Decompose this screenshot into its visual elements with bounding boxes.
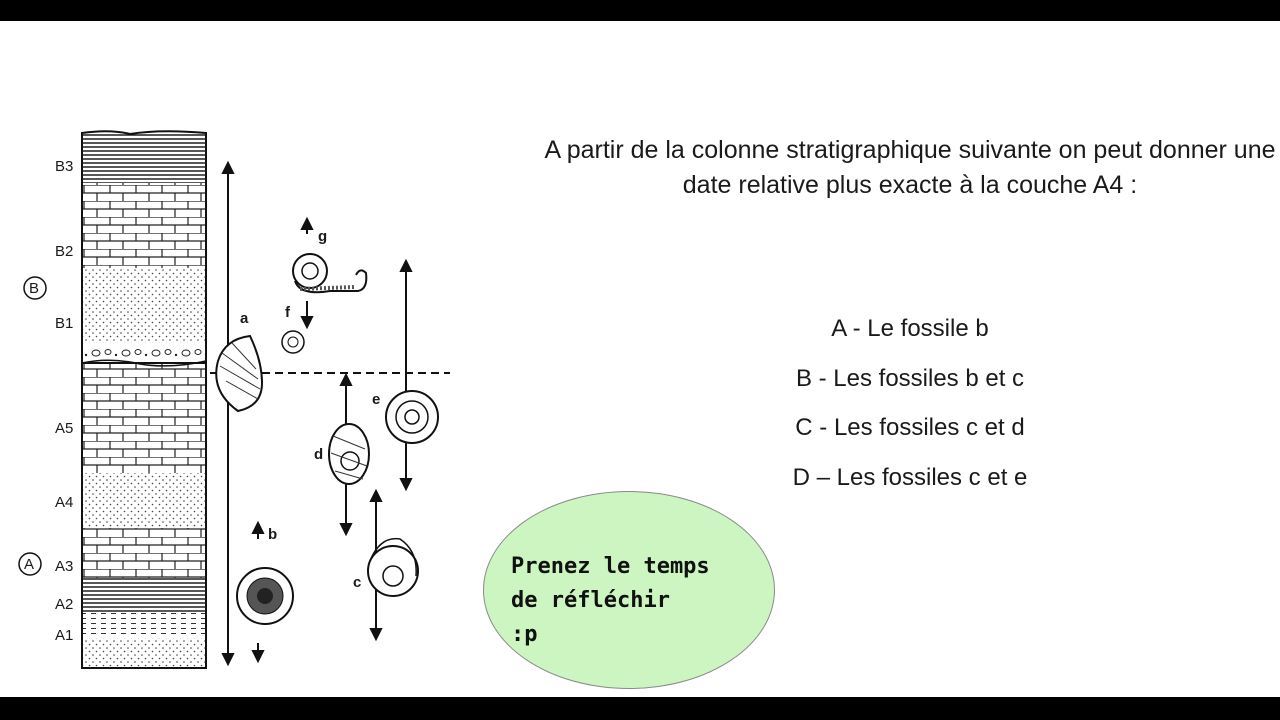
layer-label-b3: B3 <box>55 158 73 175</box>
layer-a5-fill <box>82 363 206 473</box>
layer-label-a1: A1 <box>55 627 73 644</box>
svg-text:c: c <box>353 574 361 591</box>
fossil-c: c <box>353 537 419 597</box>
layer-label-a5: A5 <box>55 420 73 437</box>
svg-text:e: e <box>372 391 380 408</box>
group-marker-a: A <box>18 552 42 576</box>
option-d[interactable]: D – Les fossiles c et e <box>792 463 1028 491</box>
layer-a1-pebbles <box>82 638 206 668</box>
fossil-f: f <box>281 304 305 354</box>
option-c[interactable]: C - Les fossiles c et d <box>795 414 1025 441</box>
svg-text:g: g <box>318 228 327 245</box>
svg-text:a: a <box>240 310 249 327</box>
layer-label-a3: A3 <box>55 558 73 575</box>
fossil-a: a <box>215 310 264 413</box>
question-text: A partir de la colonne stratigraphique s… <box>544 136 1276 199</box>
layer-b1-fill <box>82 268 206 348</box>
layer-label-b1: B1 <box>55 315 73 332</box>
layer-b2-fill <box>82 183 206 268</box>
fossil-d: d <box>314 423 370 485</box>
layer-b3-fill <box>82 133 206 183</box>
svg-text:b: b <box>268 526 277 543</box>
answer-options: A - Le fossile b B - Les fossiles b et c… <box>700 311 1120 509</box>
column-outline <box>81 130 207 669</box>
layer-label-a4: A4 <box>55 494 73 511</box>
svg-text:B: B <box>29 280 39 297</box>
hint-bubble: Prenez le temps de réfléchir :p <box>483 491 775 689</box>
slide: B3 B2 B1 A5 A4 A3 A2 A1 B A <box>0 21 1280 697</box>
hint-bubble-text: Prenez le temps de réfléchir :p <box>511 554 710 647</box>
svg-text:d: d <box>314 446 323 463</box>
svg-text:f: f <box>285 304 291 321</box>
layer-label-a2: A2 <box>55 596 73 613</box>
svg-text:A: A <box>24 556 34 573</box>
layer-a2-fill <box>82 578 206 613</box>
group-marker-b: B <box>23 276 47 300</box>
option-a[interactable]: A - Le fossile b <box>831 315 989 342</box>
fossil-g: g <box>292 228 368 294</box>
range-arrows <box>221 160 413 667</box>
layer-a3-fill <box>82 528 206 578</box>
fossil-e: e <box>372 390 439 444</box>
fossil-b: b <box>236 526 294 625</box>
option-b[interactable]: B - Les fossiles b et c <box>795 364 1025 392</box>
layer-a4-fill <box>82 473 206 528</box>
layer-b1-pebbles <box>82 343 206 363</box>
column-layers <box>81 130 207 669</box>
stratigraphic-column-figure: B3 B2 B1 A5 A4 A3 A2 A1 B A <box>0 121 470 697</box>
layer-label-b2: B2 <box>55 243 73 260</box>
